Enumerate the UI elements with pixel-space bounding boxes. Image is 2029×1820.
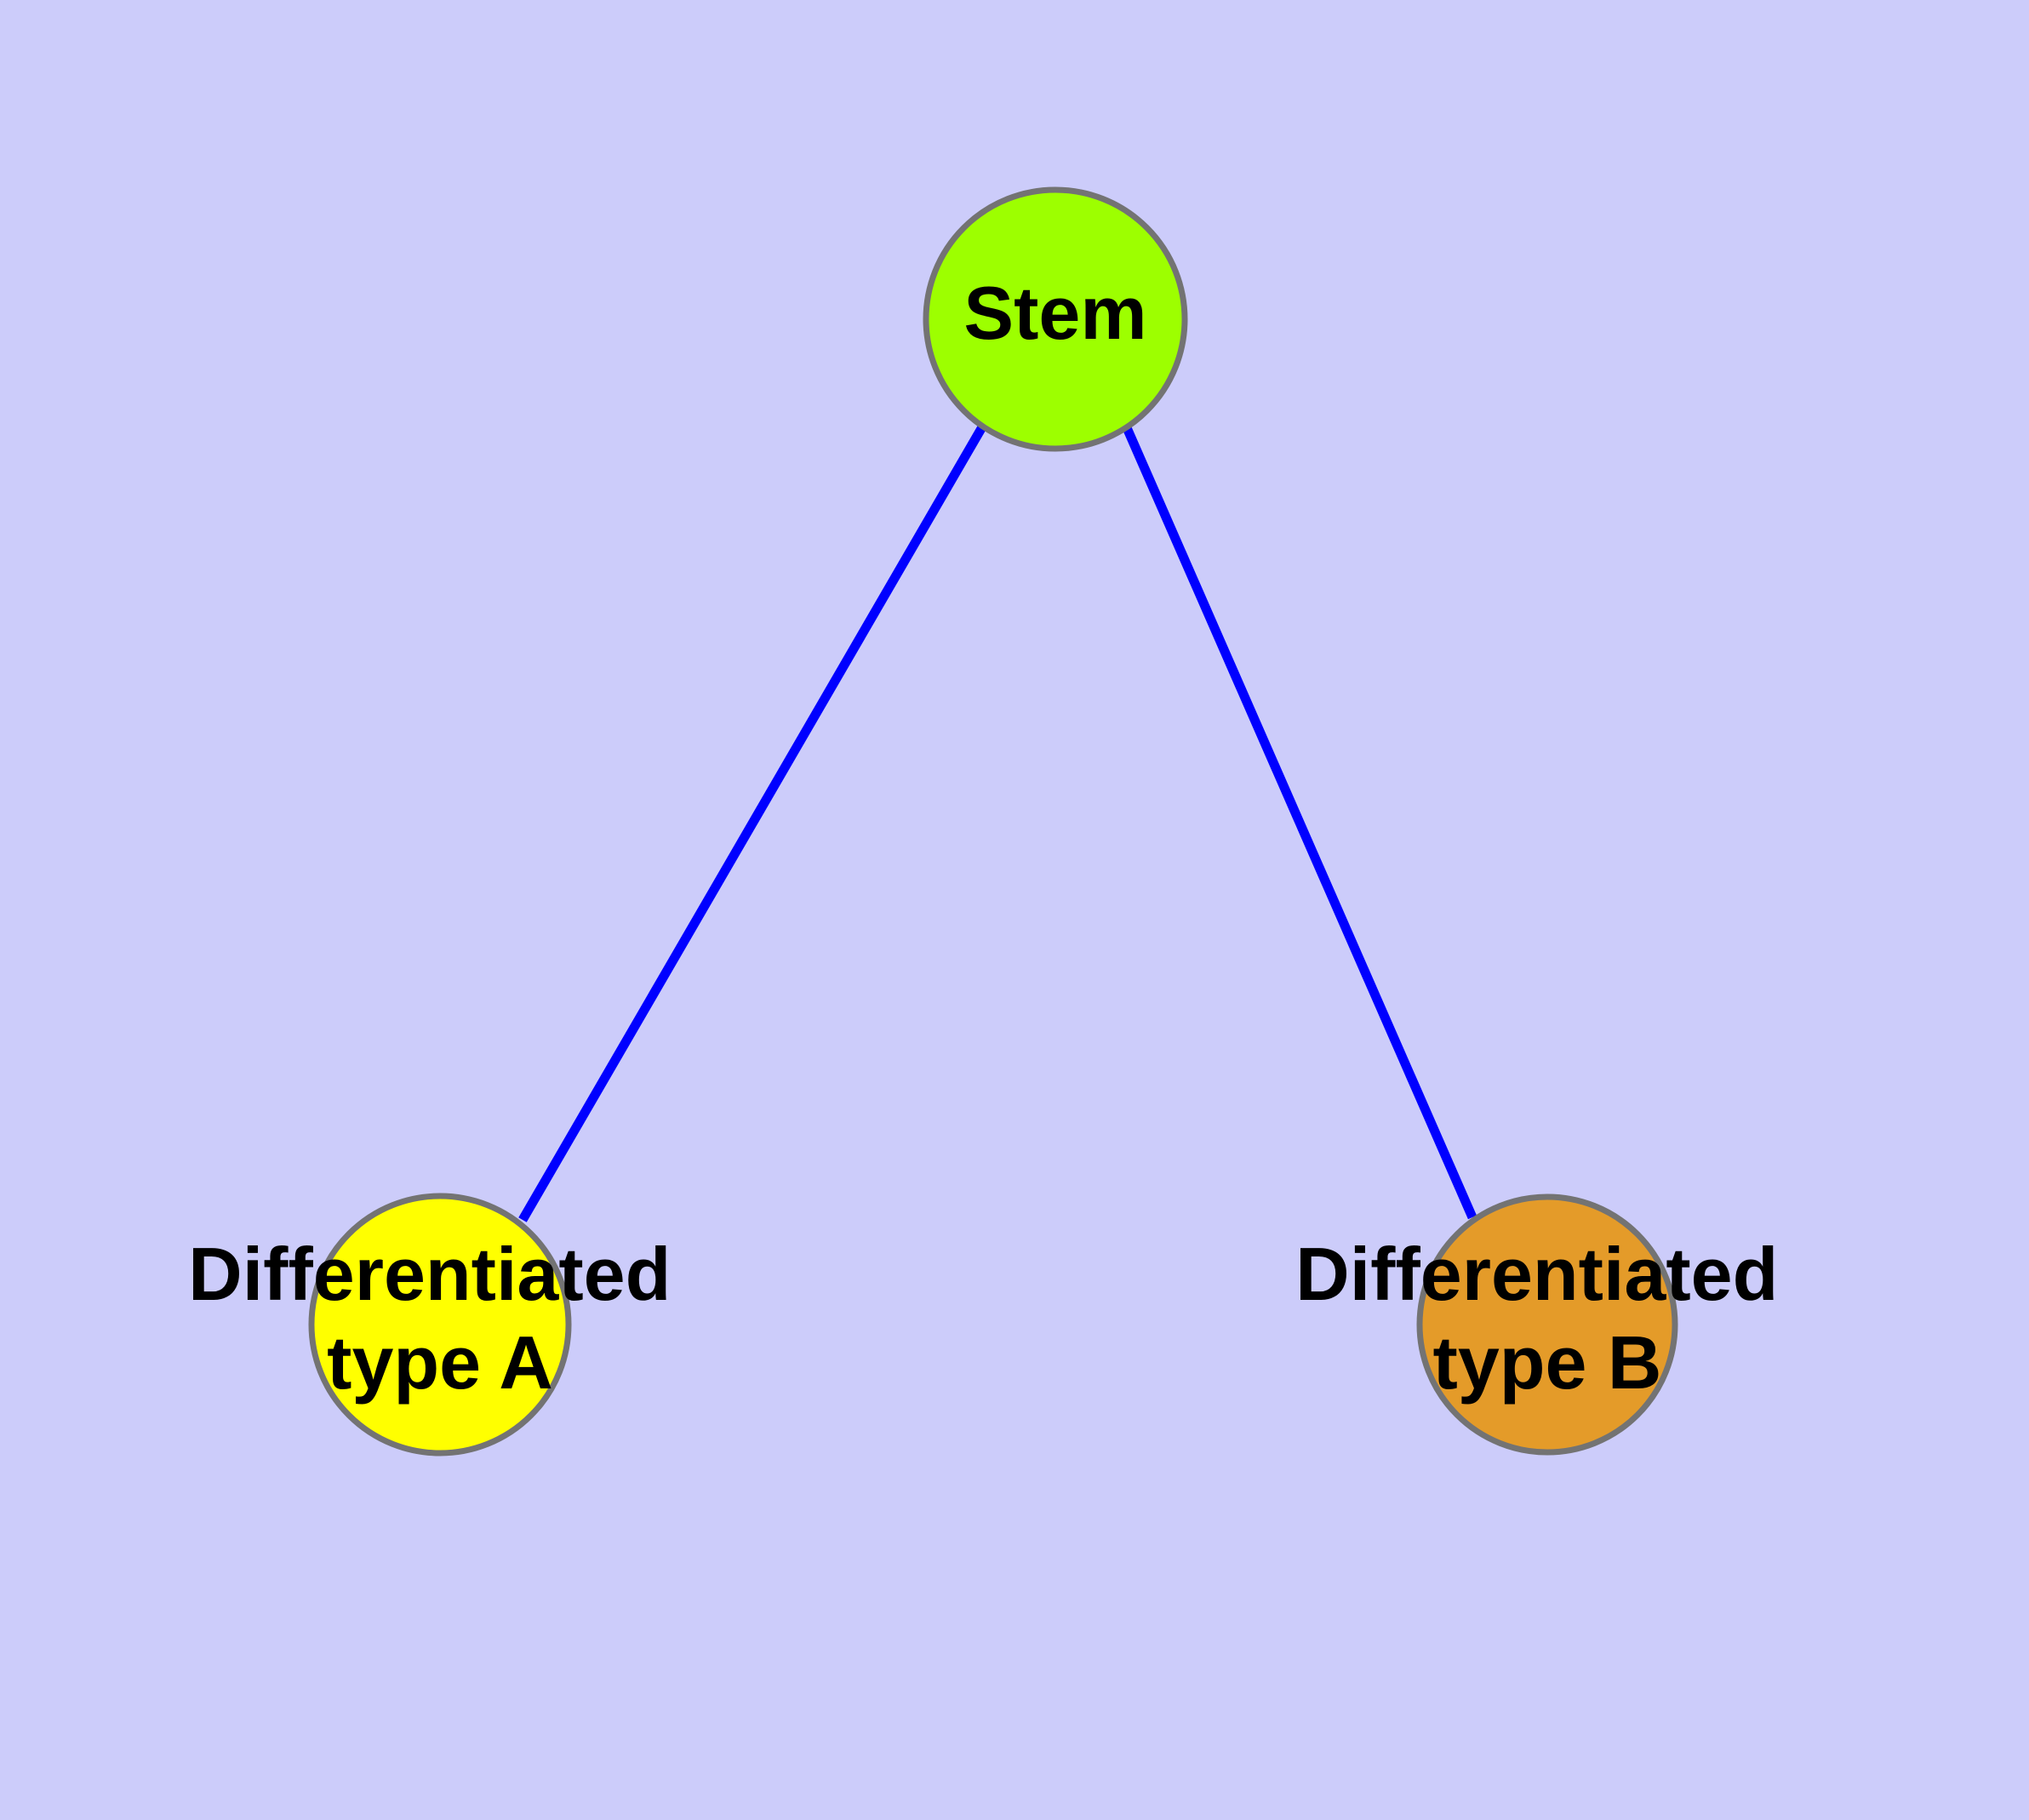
node-differentiated-type-b-label-line-2: type B	[1433, 1320, 1662, 1405]
nodes-group	[308, 186, 1678, 1457]
edge-stem-to-differentiated-a[interactable]	[518, 423, 987, 1222]
node-differentiated-type-a-circle[interactable]	[308, 1193, 572, 1457]
edges-group	[518, 421, 1477, 1222]
node-differentiated-type-b[interactable]	[1416, 1193, 1678, 1456]
node-differentiated-type-b-label: Differentiated type B	[1295, 1232, 1799, 1405]
labels-group: Stem Differentiated type A Differentiate…	[188, 271, 1799, 1405]
node-stem-circle[interactable]	[923, 186, 1188, 452]
node-differentiated-type-a-label-line-1: Differentiated	[188, 1232, 671, 1316]
node-differentiated-type-a-label: Differentiated type A	[188, 1232, 692, 1405]
node-differentiated-type-b-circle[interactable]	[1416, 1193, 1678, 1456]
node-stem[interactable]	[923, 186, 1188, 452]
edge-stem-to-differentiated-b[interactable]	[1120, 421, 1477, 1220]
node-differentiated-type-a-label-line-2: type A	[327, 1320, 553, 1405]
node-differentiated-type-a[interactable]	[308, 1193, 572, 1457]
node-stem-label: Stem	[963, 271, 1146, 355]
node-stem-label-line-1: Stem	[963, 271, 1146, 355]
node-differentiated-type-b-label-line-1: Differentiated	[1295, 1232, 1778, 1316]
